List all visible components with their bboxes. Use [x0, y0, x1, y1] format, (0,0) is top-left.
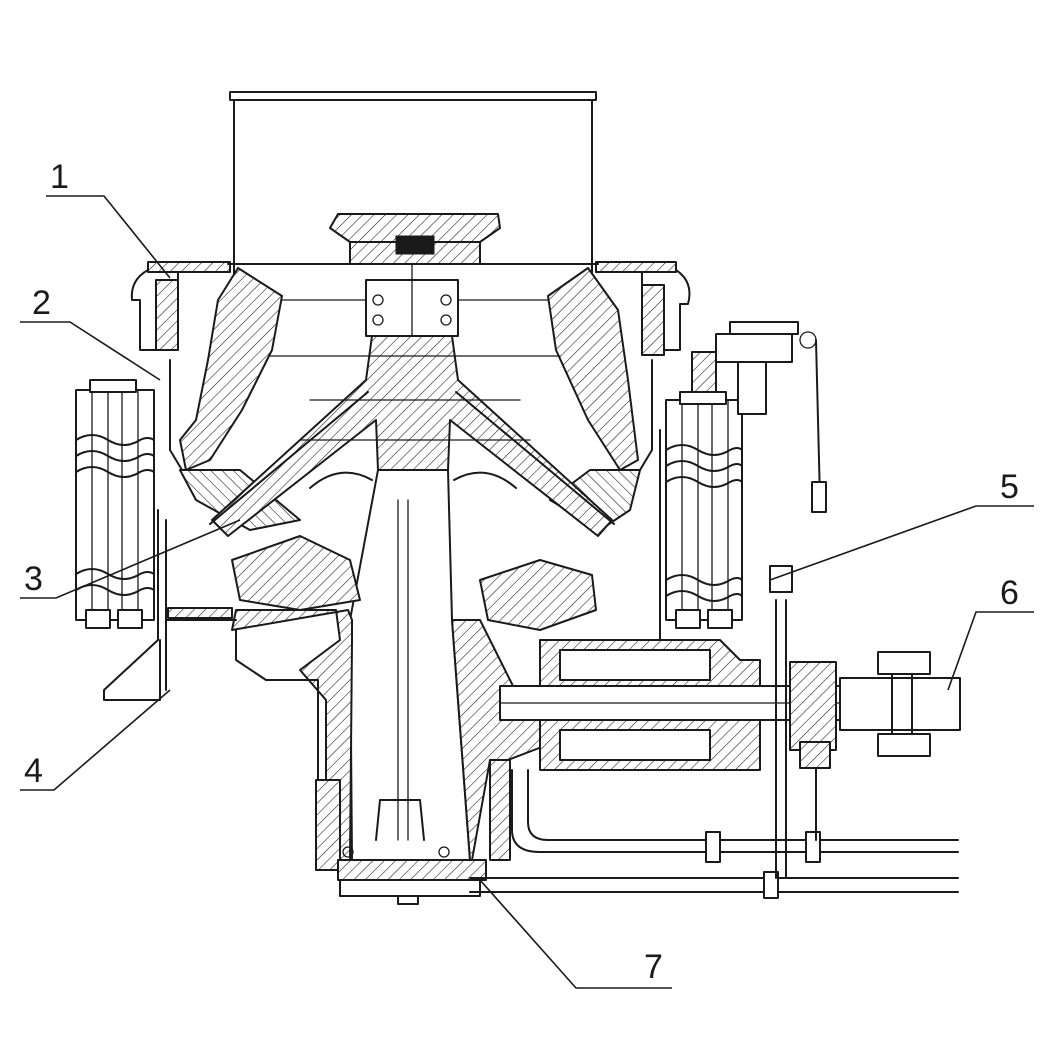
top-frame: [130, 261, 691, 356]
socket-bearing: [231, 535, 597, 861]
lock-cylinder: [691, 321, 827, 513]
callout-7-label: 7: [644, 948, 663, 986]
feed-plate: [329, 213, 501, 337]
frame-legs: [103, 509, 237, 701]
countershaft-assembly: [499, 639, 961, 771]
callout-2-label: 2: [32, 284, 51, 322]
right-spring-assembly: [659, 391, 743, 641]
callout-4-label: 4: [24, 752, 43, 790]
left-spring-assembly: [75, 379, 155, 629]
bowl-concave: [169, 267, 653, 531]
callout-leaders: [20, 195, 1034, 989]
main-frame: [231, 609, 511, 905]
callout-1-label: 1: [50, 158, 69, 196]
callout-3-label: 3: [24, 560, 43, 598]
callout-6-label: 6: [1000, 574, 1019, 612]
oil-pipes: [469, 565, 959, 899]
crushing-cone: [209, 335, 615, 537]
feed-hopper: [227, 91, 599, 301]
callout-labels: 1 2 3 4 5 6 7: [24, 158, 1019, 986]
main-shaft: [349, 469, 471, 861]
callout-5-label: 5: [1000, 468, 1019, 506]
